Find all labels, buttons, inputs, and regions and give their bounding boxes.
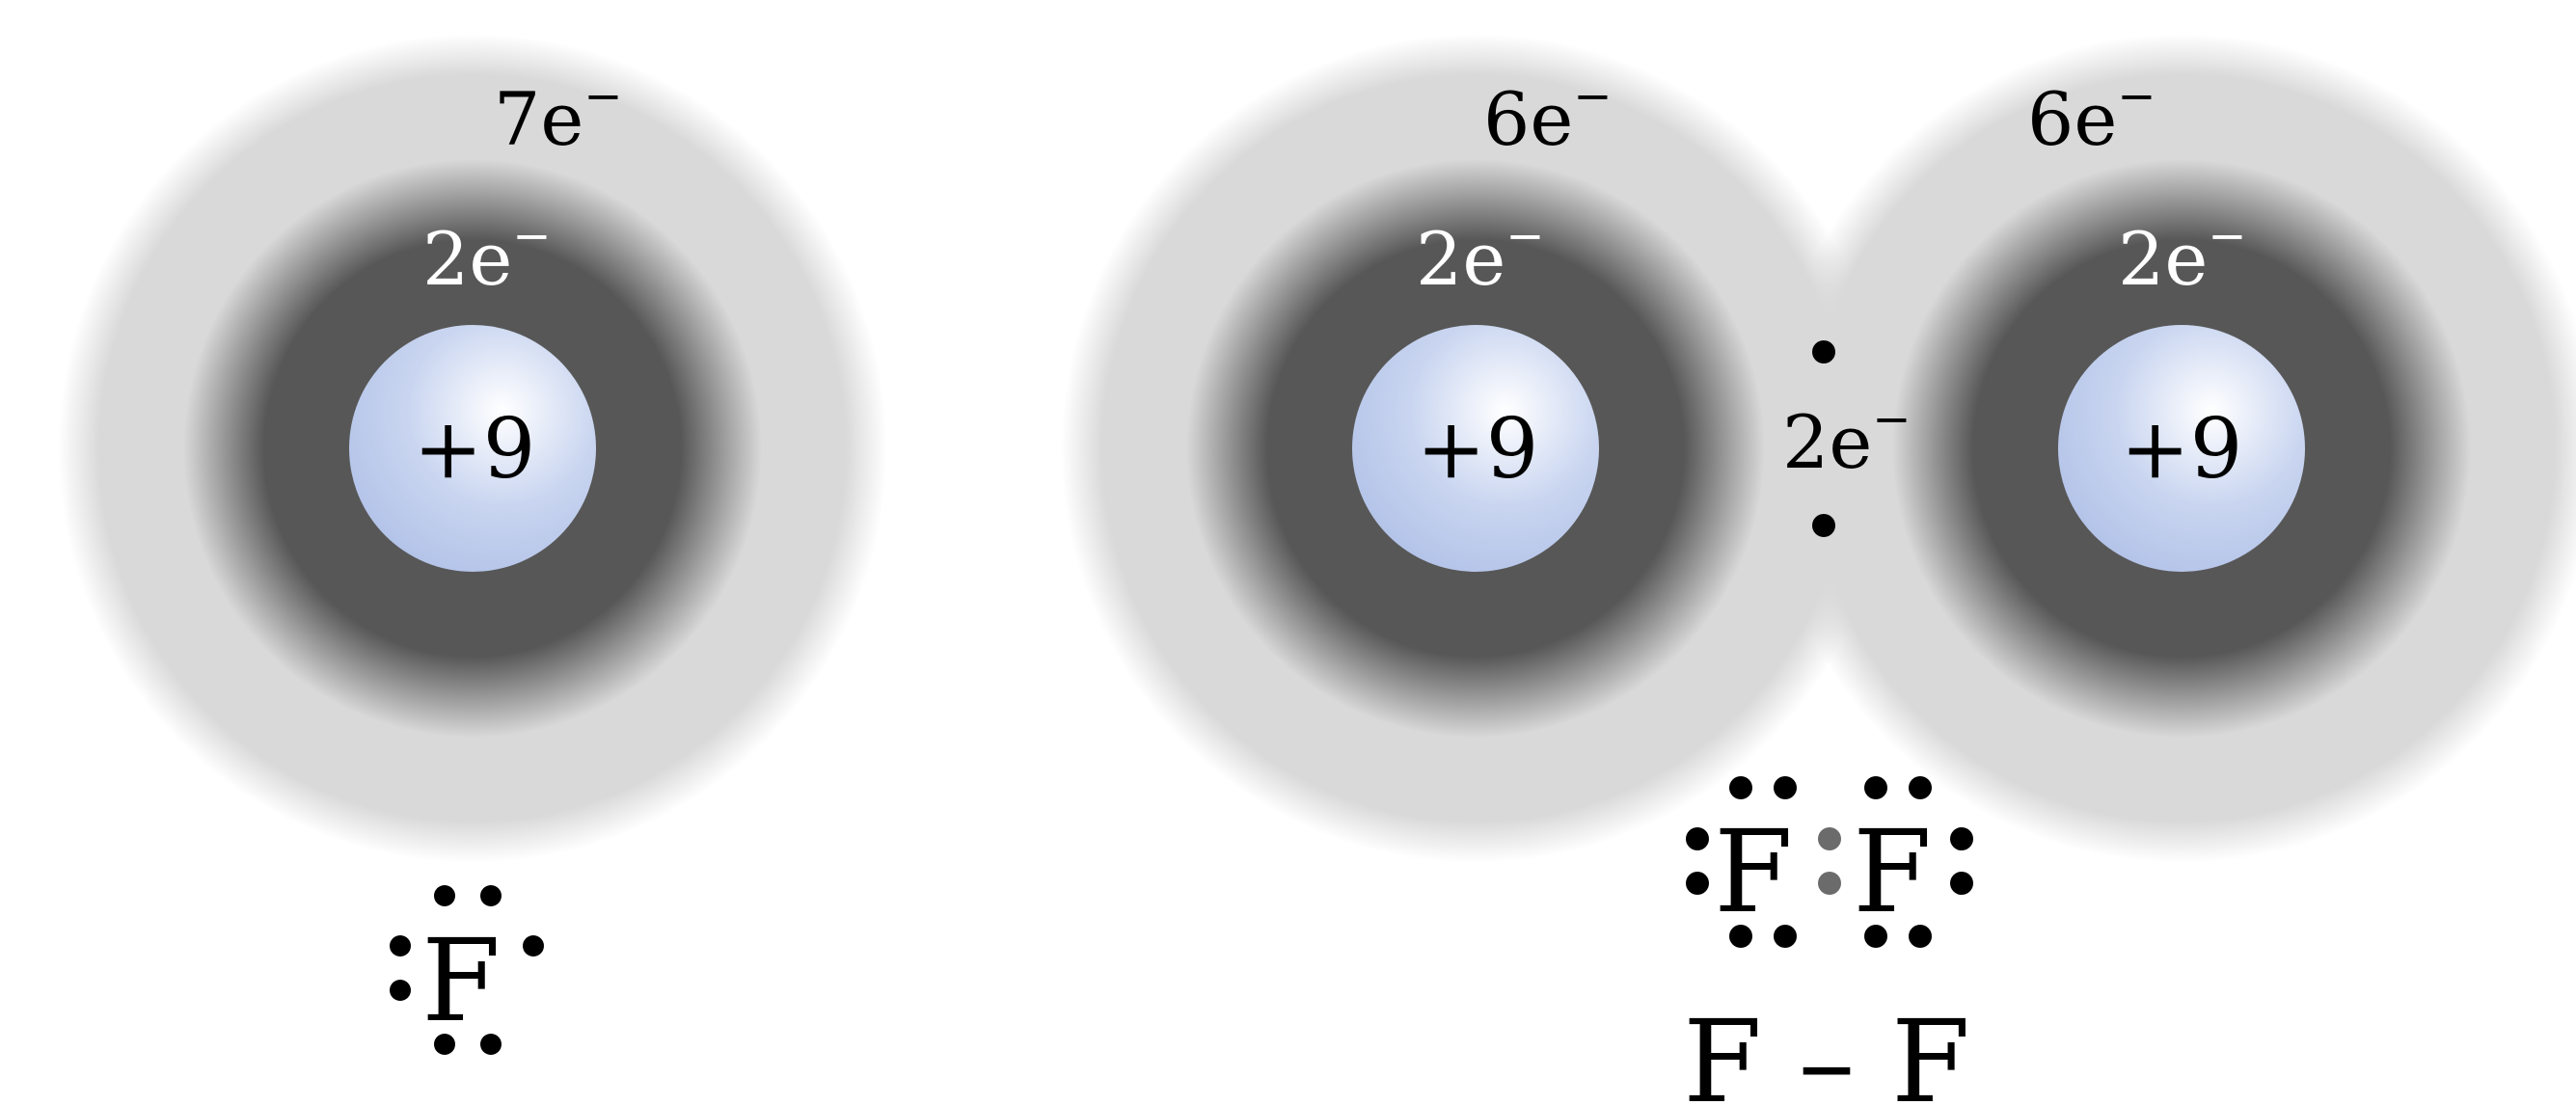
electron-dot <box>1686 827 1709 850</box>
lewis-symbol-right: F <box>1853 805 1932 938</box>
lewis-symbol: F <box>421 914 501 1047</box>
electron-dot <box>1686 872 1709 895</box>
electron-dot <box>480 1034 502 1055</box>
electron-dot <box>1729 925 1752 948</box>
shared-electron-pair: 2e− <box>1782 340 1912 537</box>
bonding-electron-dot <box>1818 872 1841 895</box>
electron-dot <box>1774 925 1797 948</box>
fluorine-atom: 7e− 2e− +9 <box>58 34 887 863</box>
electron-dot <box>1909 776 1932 799</box>
electron-dots <box>390 885 544 1055</box>
nucleus-left <box>1352 325 1599 572</box>
shared-electron-dot <box>1812 340 1835 364</box>
nucleus-label: +9 <box>414 401 536 498</box>
lewis-structure-f2: F F F – F <box>1683 776 1973 1105</box>
shared-pair-label: 2e− <box>1782 392 1912 485</box>
shared-electron-dot <box>1812 514 1835 537</box>
nucleus <box>349 325 596 572</box>
electron-dot <box>1950 872 1973 895</box>
electron-dot <box>1864 776 1887 799</box>
inner-shell-label-right: 2e− <box>2118 209 2247 302</box>
electron-dot <box>1950 827 1973 850</box>
nucleus-right <box>2058 325 2305 572</box>
nucleus-label-left: +9 <box>1417 401 1539 498</box>
lone-pair-dots <box>1686 776 1973 948</box>
electron-dot <box>434 885 455 906</box>
outer-shell-label: 7e− <box>494 69 623 162</box>
nucleus-label-right: +9 <box>2121 401 2243 498</box>
inner-shell-label-left: 2e− <box>1416 209 1545 302</box>
bond-formula: F – F <box>1683 995 1970 1105</box>
inner-shell-label: 2e− <box>422 209 552 302</box>
outer-shell-label-left: 6e− <box>1483 69 1613 162</box>
electron-dot <box>1774 776 1797 799</box>
lewis-symbol-left: F <box>1714 805 1793 938</box>
electron-dot <box>480 885 502 906</box>
electron-dot <box>390 935 411 957</box>
electron-dot <box>1729 776 1752 799</box>
outer-shell-label-right: 6e− <box>2027 69 2156 162</box>
electron-dot <box>434 1034 455 1055</box>
electron-dot <box>523 935 544 957</box>
bonding-electron-dot <box>1818 827 1841 850</box>
lewis-structure-f: F <box>390 885 544 1055</box>
electron-dot <box>390 980 411 1001</box>
bonding-pair-dots <box>1818 827 1841 895</box>
fluorine-molecule: 6e− 6e− 2e− 2e− +9 +9 2e− <box>1061 34 2576 863</box>
electron-dot <box>1909 925 1932 948</box>
electron-dot <box>1864 925 1887 948</box>
